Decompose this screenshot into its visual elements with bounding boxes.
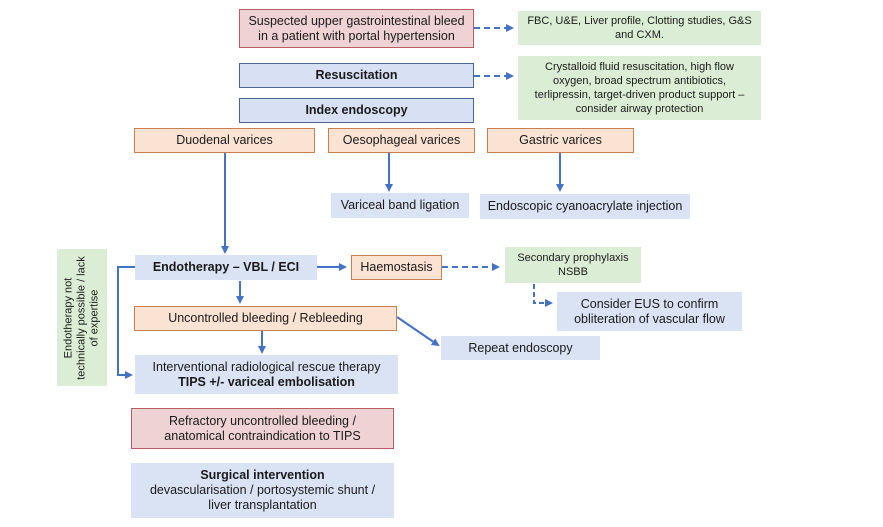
surgical-intervention-box: Surgical intervention devascularisation … xyxy=(131,463,394,518)
endotherapy-not-possible-line-1: Endotherapy not xyxy=(62,277,75,358)
surgical-intervention-line-2: devascularisation / portosystemic shunt … xyxy=(149,483,376,497)
repeat-endoscopy-box: Repeat endoscopy xyxy=(441,336,600,360)
refractory-bleeding-line-1: Refractory uncontrolled bleeding / xyxy=(169,413,356,428)
interventional-radiology-line-1: Interventional radiological rescue thera… xyxy=(152,359,381,374)
secondary-prophylaxis-line-1: Secondary prophylaxis xyxy=(517,252,629,264)
endotherapy-box: Endotherapy – VBL / ECI xyxy=(135,255,317,280)
interventional-radiology-line-2: TIPS +/- variceal embolisation xyxy=(178,374,355,389)
resuscitation-details-line-1: Crystalloid fluid resuscitation, high fl… xyxy=(545,61,734,73)
refractory-bleeding-box: Refractory uncontrolled bleeding / anato… xyxy=(131,408,394,449)
consider-eus-box: Consider EUS to confirm obliteration of … xyxy=(557,292,742,331)
suspected-bleed-line-1: Suspected upper gastrointestinal bleed xyxy=(248,13,465,28)
variceal-band-ligation-label: Variceal band ligation xyxy=(340,198,460,212)
interventional-radiology-box: Interventional radiological rescue thera… xyxy=(135,355,398,394)
resuscitation-box: Resuscitation xyxy=(239,63,474,88)
uncontrolled-bleeding-box: Uncontrolled bleeding / Rebleeding xyxy=(134,306,397,331)
initial-tests-line-1: FBC, U&E, Liver profile, Clotting studie… xyxy=(527,15,752,27)
surgical-intervention-title: Surgical intervention xyxy=(200,468,325,482)
index-endoscopy-box: Index endoscopy xyxy=(239,98,474,123)
arrow-prophylaxis-to-eus xyxy=(533,284,553,307)
resuscitation-details-line-3: terlipressin, target-driven product supp… xyxy=(534,89,745,101)
duodenal-varices-label: Duodenal varices xyxy=(176,133,273,147)
gastric-varices-label: Gastric varices xyxy=(519,133,602,147)
cyanoacrylate-injection-label: Endoscopic cyanoacrylate injection xyxy=(487,199,683,213)
endotherapy-not-possible-box: Endotherapy not technically possible / l… xyxy=(57,249,107,386)
haemostasis-label: Haemostasis xyxy=(360,260,433,274)
index-endoscopy-label: Index endoscopy xyxy=(305,103,408,117)
haemostasis-box: Haemostasis xyxy=(351,255,442,280)
resuscitation-label: Resuscitation xyxy=(315,68,398,82)
resuscitation-details-line-2: oxygen, broad spectrum antibiotics, xyxy=(552,75,727,87)
cyanoacrylate-injection-box: Endoscopic cyanoacrylate injection xyxy=(480,194,690,219)
duodenal-varices-box: Duodenal varices xyxy=(134,128,315,153)
oesophageal-varices-label: Oesophageal varices xyxy=(342,133,461,147)
initial-tests-line-2: and CXM. xyxy=(615,29,664,41)
endotherapy-label: Endotherapy – VBL / ECI xyxy=(152,260,300,274)
endotherapy-not-possible-line-2: technically possible / lack xyxy=(75,255,88,380)
resuscitation-details-line-4: consider airway protection xyxy=(575,103,704,115)
arrow-not-possible-to-radiology xyxy=(117,266,135,379)
variceal-band-ligation-box: Variceal band ligation xyxy=(331,193,469,218)
uncontrolled-bleeding-label: Uncontrolled bleeding / Rebleeding xyxy=(168,311,363,325)
suspected-bleed-line-2: in a patient with portal hypertension xyxy=(258,28,455,43)
arrow-uncontrolled-to-repeat-endoscopy xyxy=(396,316,440,347)
surgical-intervention-line-3: liver transplantation xyxy=(208,498,317,512)
gastric-varices-box: Gastric varices xyxy=(487,128,634,153)
initial-tests-box: FBC, U&E, Liver profile, Clotting studie… xyxy=(518,11,761,45)
refractory-bleeding-line-2: anatomical contraindication to TIPS xyxy=(164,428,361,443)
oesophageal-varices-box: Oesophageal varices xyxy=(328,128,475,153)
resuscitation-details-box: Crystalloid fluid resuscitation, high fl… xyxy=(518,56,761,120)
endotherapy-not-possible-line-3: of expertise xyxy=(88,289,101,346)
repeat-endoscopy-label: Repeat endoscopy xyxy=(468,340,573,355)
endotherapy-not-possible-text: Endotherapy not technically possible / l… xyxy=(63,253,102,383)
suspected-bleed-box: Suspected upper gastrointestinal bleed i… xyxy=(239,9,474,48)
secondary-prophylaxis-line-2: NSBB xyxy=(558,266,588,278)
consider-eus-line-2: obliteration of vascular flow xyxy=(574,311,725,326)
secondary-prophylaxis-box: Secondary prophylaxis NSBB xyxy=(505,247,641,283)
consider-eus-line-1: Consider EUS to confirm xyxy=(580,296,719,311)
